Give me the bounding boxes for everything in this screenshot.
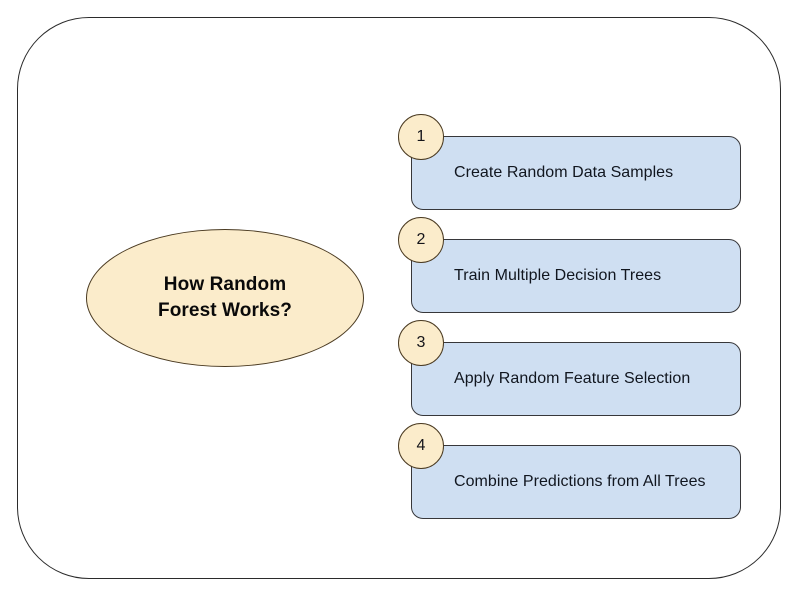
step-box[interactable]: Combine Predictions from All Trees	[411, 445, 741, 519]
step-number: 3	[416, 334, 426, 351]
topic-line-2: Forest Works?	[158, 300, 292, 321]
step-item: Create Random Data Samples 1	[398, 114, 743, 210]
step-box[interactable]: Create Random Data Samples	[411, 136, 741, 210]
step-label: Apply Random Feature Selection	[454, 369, 691, 387]
step-number-badge: 3	[398, 320, 444, 366]
topic-ellipse: How Random Forest Works?	[86, 229, 364, 367]
step-label: Combine Predictions from All Trees	[454, 472, 706, 490]
step-item: Train Multiple Decision Trees 2	[398, 217, 743, 313]
step-number-badge: 1	[398, 114, 444, 160]
step-label: Create Random Data Samples	[454, 163, 674, 181]
step-label: Train Multiple Decision Trees	[454, 266, 662, 284]
topic-line-1: How Random	[163, 274, 287, 296]
step-number: 2	[416, 231, 426, 248]
step-number-badge: 4	[398, 423, 444, 469]
step-box[interactable]: Apply Random Feature Selection	[411, 342, 741, 416]
step-item: Apply Random Feature Selection 3	[398, 320, 743, 416]
step-number-badge: 2	[398, 217, 444, 263]
step-number: 1	[416, 128, 426, 145]
outer-frame: How Random Forest Works? Create Random D…	[17, 17, 781, 579]
step-box[interactable]: Train Multiple Decision Trees	[411, 239, 741, 313]
topic-ellipse-label: How Random Forest Works?	[125, 272, 325, 323]
step-number: 4	[416, 437, 426, 454]
step-item: Combine Predictions from All Trees 4	[398, 423, 743, 519]
